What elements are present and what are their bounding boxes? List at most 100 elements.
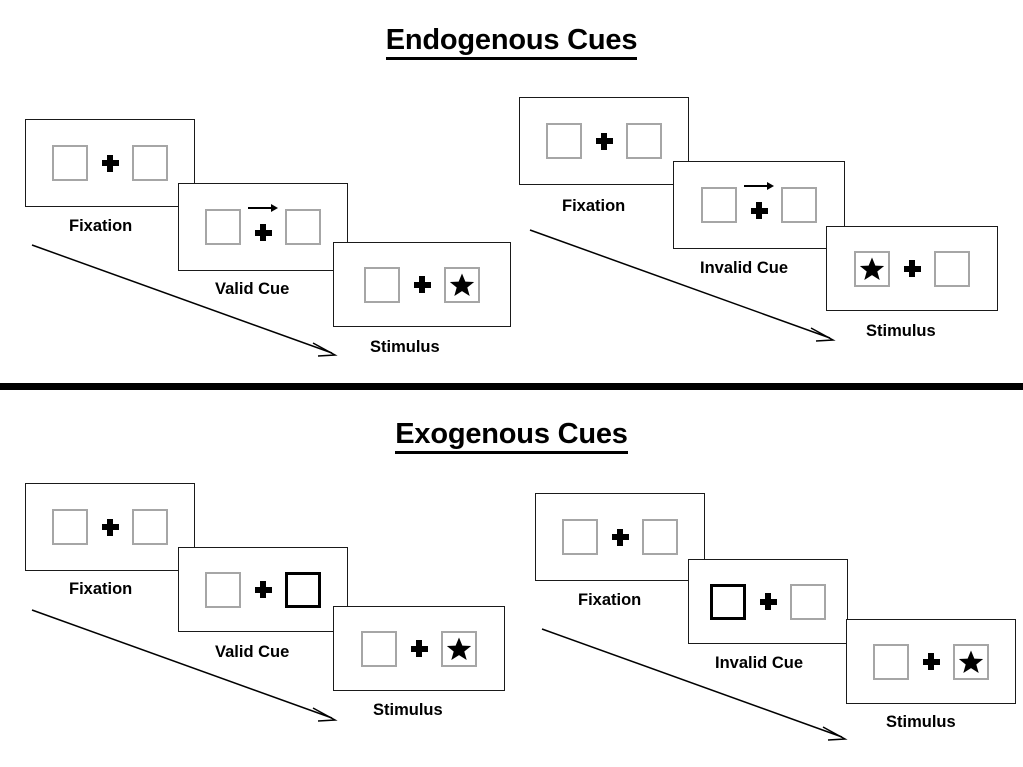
arrow-right-icon [248, 203, 278, 213]
exogenous-title-text: Exogenous Cues [395, 418, 628, 454]
left-placeholder-box [873, 643, 909, 680]
fixation-plus-icon [101, 154, 119, 172]
left-placeholder-box [205, 209, 241, 245]
left-box-slot [562, 519, 598, 555]
label-exo-invalid-stimulus: Stimulus [886, 713, 956, 731]
right-box-slot [790, 583, 826, 620]
frame-endo-valid-fixation [25, 119, 195, 207]
right-placeholder-box [781, 187, 817, 223]
star-icon [449, 273, 475, 296]
right-cued-box [285, 571, 321, 608]
left-placeholder-box [546, 123, 582, 159]
left-placeholder-box [205, 571, 241, 608]
right-box-slot [953, 643, 989, 680]
frame-exo-valid-fixation [25, 483, 195, 571]
label-exo-valid-stimulus: Stimulus [373, 701, 443, 719]
center-column [241, 201, 285, 253]
time-flow-arrow-endogenous-valid [31, 244, 338, 357]
left-placeholder-box [52, 145, 88, 181]
label-endo-invalid-fixation: Fixation [562, 197, 626, 215]
label-endo-invalid-stimulus: Stimulus [866, 322, 936, 340]
fixation-plus-icon [101, 518, 119, 536]
right-box-slot [441, 630, 477, 667]
time-flow-arrow-endogenous-invalid [529, 229, 836, 342]
center-column [746, 576, 790, 628]
right-placeholder-box [285, 209, 321, 245]
label-exo-valid-fixation: Fixation [69, 580, 133, 598]
left-box-slot [361, 630, 397, 667]
star-icon [446, 637, 472, 660]
label-endo-valid-stimulus: Stimulus [370, 338, 440, 356]
endogenous-section-title: Endogenous Cues [0, 24, 1023, 60]
left-box-slot [854, 250, 890, 287]
right-box-slot [132, 145, 168, 181]
right-box-slot [781, 187, 817, 223]
frame-exo-valid-cue [178, 547, 348, 632]
left-box-slot [364, 266, 400, 303]
label-endo-valid-fixation: Fixation [69, 217, 133, 235]
left-box-slot [546, 123, 582, 159]
frame-exo-invalid-cue [688, 559, 848, 644]
right-box-slot [934, 250, 970, 287]
label-endo-invalid-cue: Invalid Cue [700, 259, 789, 277]
center-column [737, 179, 781, 231]
center-column [909, 636, 953, 688]
frame-exo-invalid-stimulus [846, 619, 1016, 704]
fixation-plus-icon [410, 640, 428, 657]
frame-exo-valid-stimulus [333, 606, 505, 691]
left-box-slot [873, 643, 909, 680]
right-box-slot [285, 209, 321, 245]
right-box-slot [626, 123, 662, 159]
time-flow-arrow-exogenous-valid [31, 609, 338, 722]
left-placeholder-box [361, 630, 397, 667]
center-column [88, 137, 132, 189]
left-placeholder-box [52, 509, 88, 545]
center-column [241, 564, 285, 616]
right-box-slot [285, 571, 321, 608]
center-column [598, 511, 642, 563]
fixation-plus-icon [611, 528, 629, 546]
center-column [88, 501, 132, 553]
frame-exo-invalid-fixation [535, 493, 705, 581]
fixation-plus-icon [759, 593, 777, 610]
left-box-slot [52, 509, 88, 545]
right-placeholder-box [790, 583, 826, 620]
left-box-slot [205, 209, 241, 245]
frame-endo-valid-cue [178, 183, 348, 271]
right-box-slot [642, 519, 678, 555]
section-divider [0, 383, 1023, 390]
left-cued-box [710, 583, 746, 620]
left-box-slot [701, 187, 737, 223]
right-target-box [444, 266, 480, 303]
frame-endo-invalid-stimulus [826, 226, 998, 311]
right-placeholder-box [626, 123, 662, 159]
center-column [397, 623, 441, 675]
fixation-plus-icon [903, 260, 921, 277]
endogenous-title-text: Endogenous Cues [385, 24, 637, 60]
exogenous-section-title: Exogenous Cues [0, 418, 1023, 454]
right-target-box [441, 630, 477, 667]
label-exo-valid-cue: Valid Cue [215, 643, 290, 661]
left-box-slot [710, 583, 746, 620]
right-placeholder-box [132, 509, 168, 545]
star-icon [958, 650, 984, 673]
center-column [890, 243, 934, 295]
fixation-plus-icon [922, 653, 940, 670]
fixation-plus-icon [750, 202, 768, 219]
center-column [400, 259, 444, 311]
left-placeholder-box [562, 519, 598, 555]
right-placeholder-box [642, 519, 678, 555]
fixation-plus-icon [595, 132, 613, 150]
fixation-plus-icon [254, 224, 272, 241]
fixation-plus-icon [413, 276, 431, 293]
left-box-slot [52, 145, 88, 181]
label-endo-valid-cue: Valid Cue [215, 280, 290, 298]
frame-endo-valid-stimulus [333, 242, 511, 327]
label-exo-invalid-fixation: Fixation [578, 591, 642, 609]
frame-endo-invalid-cue [673, 161, 845, 249]
fixation-plus-icon [254, 581, 272, 598]
star-icon [859, 257, 885, 280]
arrow-right-icon [744, 181, 774, 191]
right-placeholder-box [132, 145, 168, 181]
